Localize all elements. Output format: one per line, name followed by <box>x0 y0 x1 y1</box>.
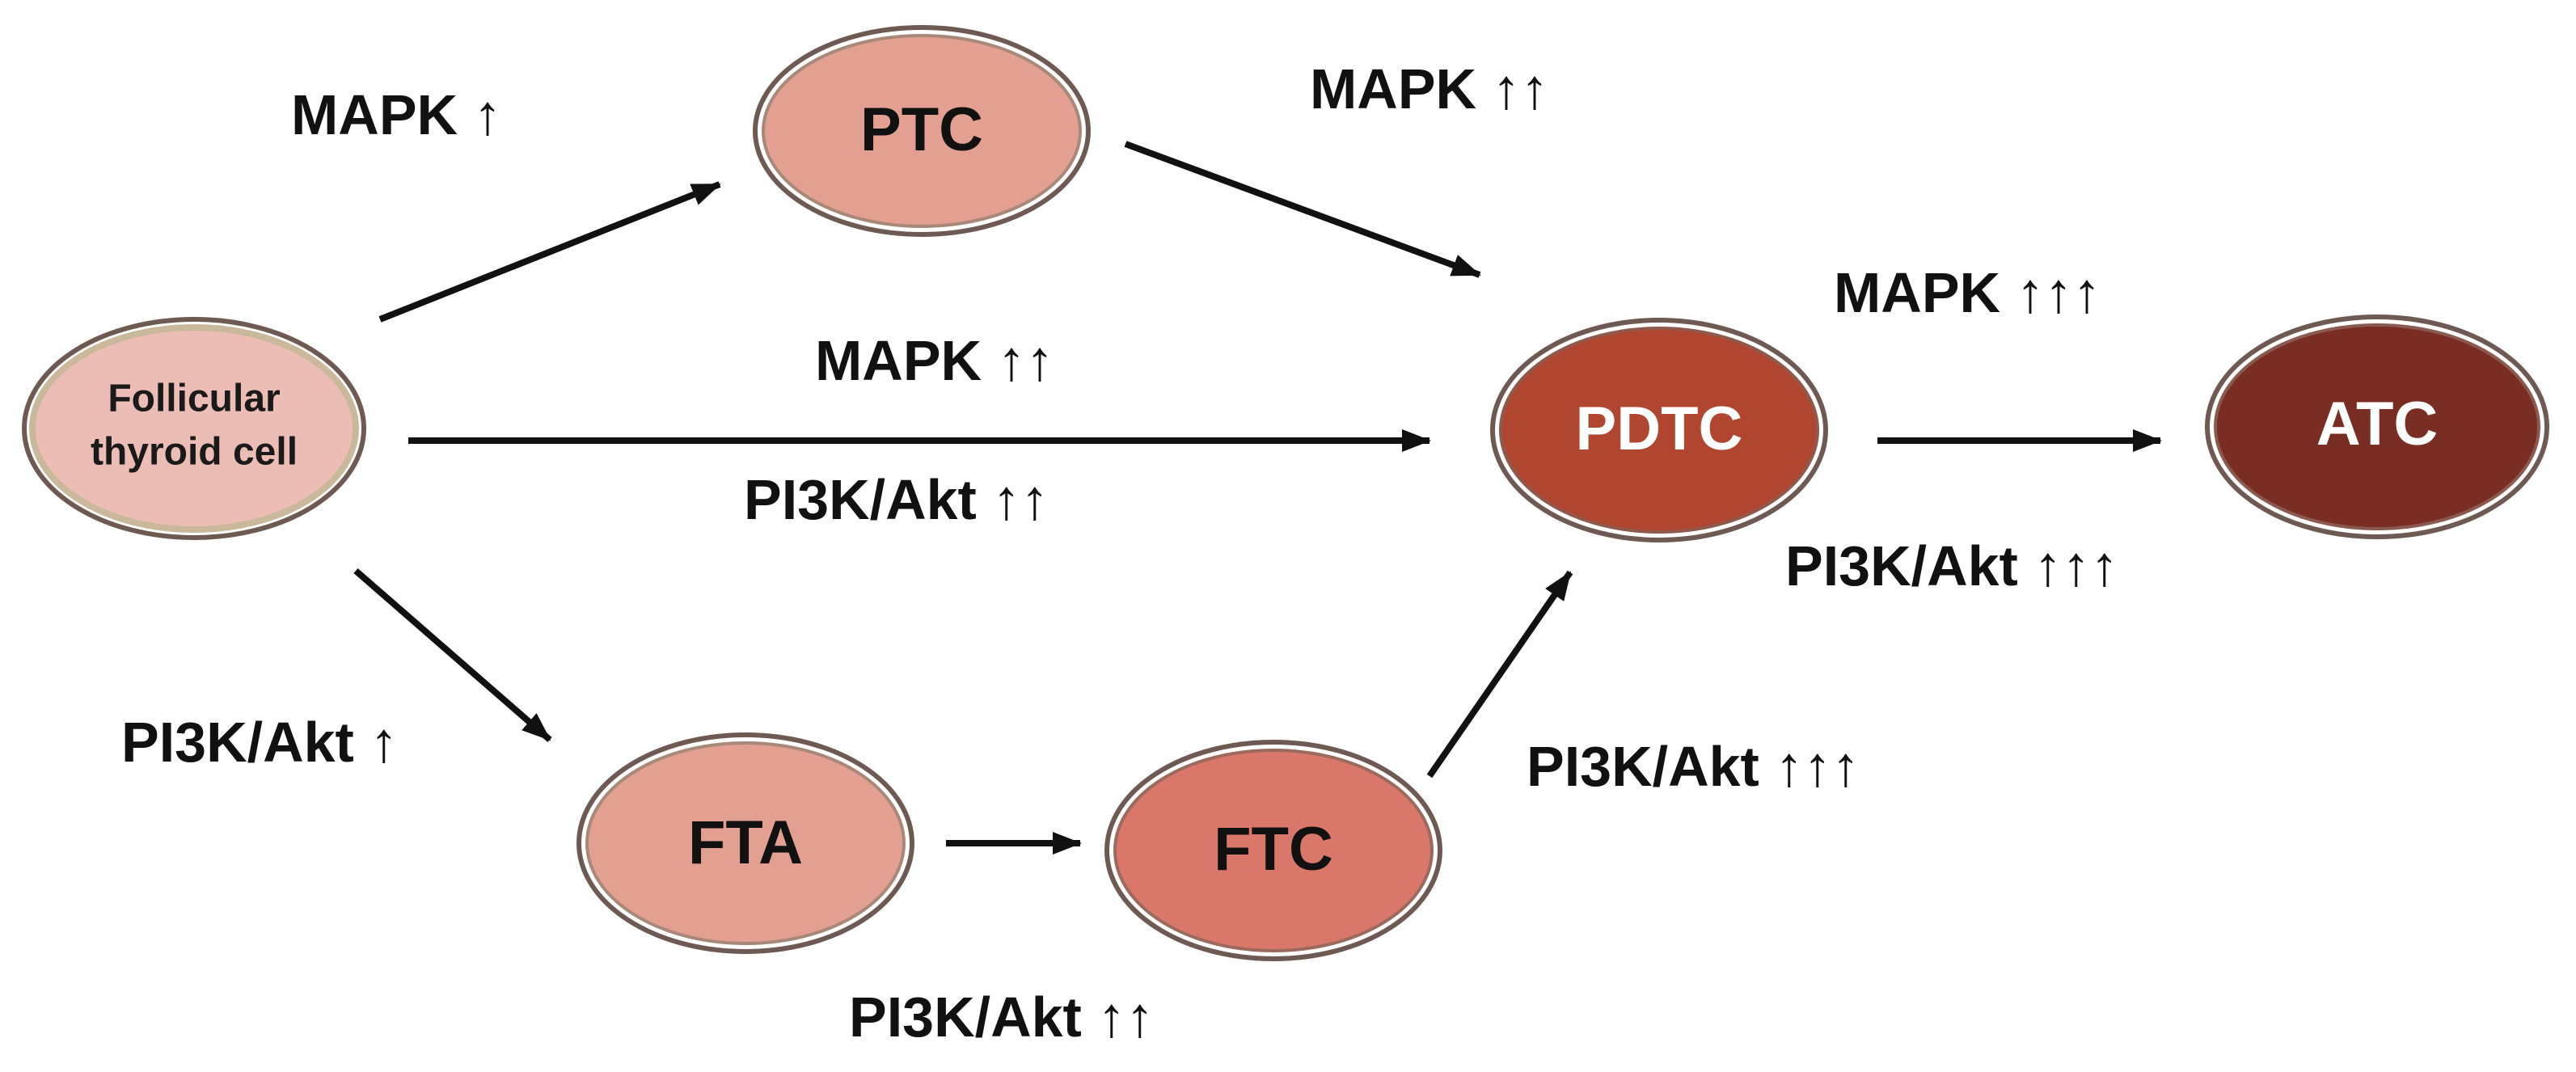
fta-label: FTA <box>688 808 803 877</box>
label-mapk-2-mid: MAPK ↑↑ <box>815 329 1054 392</box>
follicular-label-line1: Follicular <box>108 378 280 420</box>
atc-label: ATC <box>2316 390 2439 458</box>
label-pi3k-3-ftc: PI3K/Akt ↑↑↑ <box>1527 735 1860 798</box>
node-pdtc: PDTC <box>1490 318 1828 542</box>
node-atc: ATC <box>2205 314 2549 539</box>
ftc-label: FTC <box>1214 815 1333 884</box>
label-pi3k-2-bottom: PI3K/Akt ↑↑ <box>849 985 1154 1049</box>
ptc-label: PTC <box>860 95 983 164</box>
follicular-label-line2: thyroid cell <box>91 431 298 474</box>
pdtc-label: PDTC <box>1576 395 1743 463</box>
node-follicular-thyroid-cell: Follicular thyroid cell <box>22 317 366 540</box>
label-mapk-1: MAPK ↑ <box>291 83 502 146</box>
arrow-ptc-to-pdtc <box>1124 141 1481 278</box>
label-pi3k-1: PI3K/Akt ↑ <box>121 711 398 774</box>
label-mapk-3: MAPK ↑↑↑ <box>1834 261 2101 324</box>
label-pi3k-2-mid: PI3K/Akt ↑↑ <box>744 468 1049 531</box>
node-ftc: FTC <box>1104 740 1442 961</box>
label-pi3k-3-right: PI3K/Akt ↑↑↑ <box>1785 534 2118 597</box>
arrow-follicular-to-ptc <box>378 181 721 323</box>
node-ptc: PTC <box>753 25 1091 237</box>
arrow-follicular-to-fta <box>353 568 552 743</box>
follicular-ellipse <box>29 324 359 533</box>
label-mapk-2-top: MAPK ↑↑ <box>1310 57 1549 120</box>
node-fta: FTA <box>576 732 914 954</box>
arrow-ftc-to-pdtc <box>1426 570 1573 779</box>
